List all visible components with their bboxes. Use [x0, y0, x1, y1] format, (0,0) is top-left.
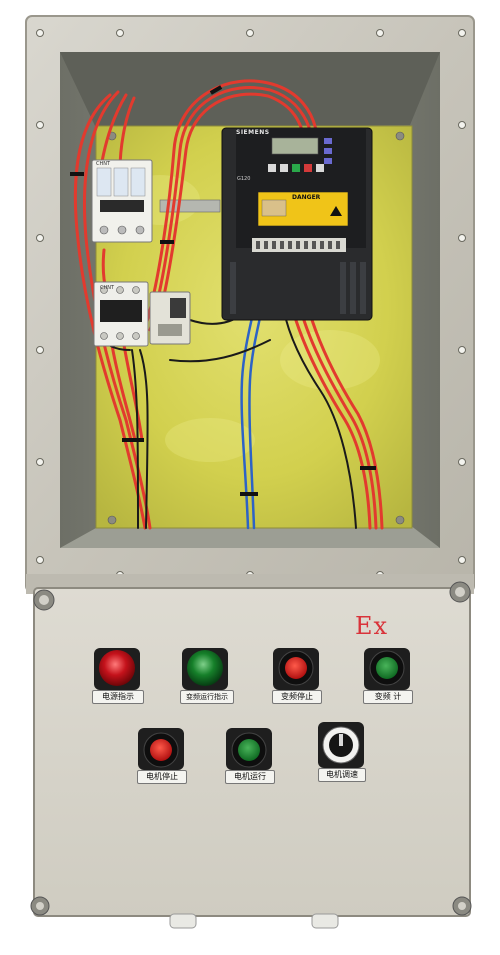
motor-stop-button[interactable]: [138, 728, 184, 770]
contactor-brand: CHNT: [100, 285, 115, 291]
label-motor-speed: 电机调速: [318, 768, 366, 782]
vfd-danger-title: DANGER: [292, 194, 321, 201]
label-vfd-start: 变频 计: [363, 690, 413, 704]
vfd-start-button[interactable]: [364, 648, 410, 690]
corner-bolts: [30, 581, 472, 916]
power-indicator-lamp: [94, 648, 140, 690]
contactor: [93, 281, 149, 347]
siemens-vfd: [221, 127, 373, 321]
breaker-brand: CHNT: [96, 161, 111, 167]
vfd-model: G120: [237, 176, 251, 182]
vfd-brand: SIEMENS: [236, 129, 270, 136]
thermal-relay: [149, 291, 191, 345]
vfd-stop-button[interactable]: [273, 648, 319, 690]
circuit-breaker: [91, 159, 153, 243]
motor-run-button[interactable]: [226, 728, 272, 770]
label-motor-run: 电机运行: [225, 770, 275, 784]
label-power-indicator: 电源指示: [92, 690, 144, 704]
label-vfd-running-indicator: 变频运行指示: [180, 690, 234, 704]
label-motor-stop: 电机停止: [137, 770, 187, 784]
vfd-running-indicator-lamp: [182, 648, 228, 690]
label-vfd-stop: 变频停止: [272, 690, 322, 704]
ex-mark: Ex: [355, 612, 389, 640]
motor-speed-knob[interactable]: [318, 722, 364, 768]
